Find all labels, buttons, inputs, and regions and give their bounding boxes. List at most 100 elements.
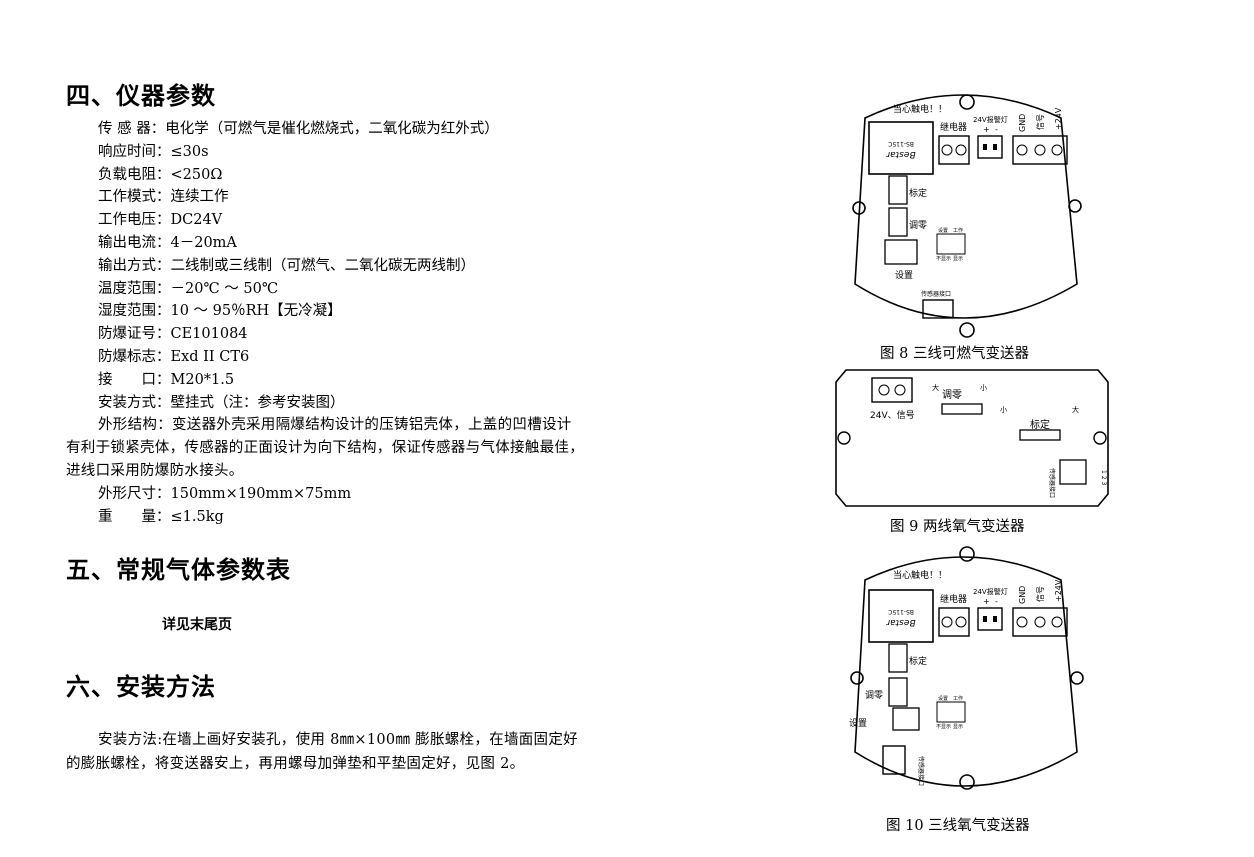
- param-row: 接 口：M20*1.5: [98, 371, 235, 388]
- sensor-model: BS-115C: [888, 608, 914, 615]
- section6-title: 六、安装方法: [66, 673, 216, 701]
- v24-label: +24V: [1054, 579, 1063, 602]
- zero-label: 调零: [865, 690, 883, 701]
- jumper-block: [936, 701, 966, 723]
- sensor-port: [922, 299, 954, 319]
- param-row: 外形尺寸：150mm×190mm×75mm: [98, 485, 352, 502]
- fig8-board-diagram: 当心触电！！ Bestar BS-115C 继电器 24V报警灯 + - GND…: [852, 94, 1082, 338]
- jumper-label: 显示: [953, 256, 963, 262]
- calib-label: 标定: [909, 187, 927, 199]
- param-row: 重 量：≤1.5kg: [98, 508, 224, 525]
- zero-label: 调零: [909, 220, 927, 231]
- param-row: 传 感 器：电化学（可燃气是催化燃烧式，二氧化碳为红外式）: [98, 121, 499, 137]
- calib-label: 标定: [909, 655, 927, 667]
- section5-note: 详见末尾页: [162, 617, 232, 633]
- signal-label: 信号: [1035, 586, 1045, 602]
- sensor-brand: Bestar: [885, 617, 915, 627]
- screw: [941, 144, 953, 156]
- alarm-lamp-connector: [977, 135, 1003, 159]
- warning-label: 当心触电！！: [893, 103, 947, 115]
- big-label: 大: [1072, 405, 1079, 414]
- mount-hole: [959, 774, 975, 790]
- screw: [955, 144, 967, 156]
- sensor-module: [868, 121, 934, 175]
- param-row: 工作模式：连续工作: [98, 189, 229, 206]
- board-outline: [835, 369, 1109, 507]
- setup-label: 设置: [895, 270, 913, 281]
- jumper-label: 不显示: [936, 256, 951, 262]
- fig8-caption: 图 8 三线可燃气变送器: [880, 346, 1029, 362]
- zero-label: 调零: [942, 389, 962, 401]
- fig10-board-diagram: 当心触电！！ Bestar BS-115C 继电器 24V报警灯 + - GND…: [849, 546, 1084, 790]
- mount-hole: [1070, 671, 1084, 685]
- relay-terminal: [938, 607, 970, 637]
- power-terminal: [1012, 135, 1068, 165]
- big-label: 大: [932, 383, 939, 392]
- setup-pot: [892, 707, 920, 731]
- mount-hole: [959, 94, 975, 110]
- minus-label: -: [995, 597, 998, 606]
- section4-title: 四、仪器参数: [66, 82, 216, 110]
- mount-hole: [837, 431, 851, 445]
- board-outline: [854, 556, 1078, 787]
- param-row: 安装方式：壁挂式（注：参考安装图）: [98, 394, 345, 411]
- gnd-label: GND: [1018, 586, 1027, 604]
- sensor-port-label: 传感器接口: [917, 756, 925, 786]
- calib-pot: [1019, 429, 1061, 441]
- section5-title: 五、常规气体参数表: [66, 556, 291, 584]
- port-label: 传感器接口: [1048, 468, 1056, 498]
- zero-pot: [941, 403, 983, 415]
- jumper-label: 工作: [953, 227, 963, 234]
- setup-pot: [884, 239, 918, 265]
- terminal-block: [871, 377, 913, 403]
- alarm-lamp-label: 24V报警灯: [973, 115, 1008, 124]
- small-label: 小: [980, 383, 987, 392]
- alarm-lamp-label: 24V报警灯: [973, 587, 1008, 596]
- small-label: 小: [1000, 405, 1007, 414]
- v24-label: +24V: [1054, 107, 1063, 130]
- param-row: 工作电压：DC24V: [98, 212, 223, 229]
- relay-label: 继电器: [940, 593, 967, 605]
- board-outline: [854, 94, 1078, 319]
- calib-pot: [888, 643, 908, 673]
- mount-hole: [852, 201, 866, 215]
- jumper-label: 显示: [953, 724, 963, 730]
- jumper-block: [936, 233, 966, 255]
- param-row: 温度范围：－20℃ ～ 50℃: [98, 280, 279, 297]
- param-row: 输出电流：4－20mA: [98, 234, 237, 251]
- plus-label: +: [983, 125, 990, 134]
- fig10-caption: 图 10 三线氧气变送器: [886, 818, 1030, 834]
- param-row: 湿度范围：10 ～ 95％RH【无冷凝】: [98, 303, 342, 320]
- sensor-module: [868, 589, 934, 643]
- param-row: 输出方式：二线制或三线制（可燃气、二氧化碳无两线制）: [98, 257, 475, 274]
- mount-hole: [959, 546, 975, 562]
- gnd-label: GND: [1018, 114, 1027, 132]
- fig9-board-diagram: 24V、信号 大 调零 小 小 标定 大 传感器接口 1 2 3: [835, 369, 1109, 507]
- param-row: 响应时间：≤30s: [98, 143, 209, 160]
- mount-hole: [850, 671, 864, 685]
- mount-hole: [959, 322, 975, 338]
- sensor-port-label: 传感器接口: [921, 290, 951, 298]
- sensor-brand: Bestar: [885, 149, 915, 159]
- zero-pot: [888, 677, 908, 707]
- jumper-label: 设置: [938, 695, 948, 702]
- alarm-lamp-connector: [977, 607, 1003, 631]
- jumper-label: 设置: [938, 227, 948, 234]
- warning-label: 当心触电！！: [893, 569, 947, 581]
- param-row: 负载电阻：<250Ω: [98, 166, 223, 183]
- pins-label: 1 2 3: [1100, 470, 1107, 485]
- sensor-port: [882, 745, 906, 775]
- params-list: 传 感 器：电化学（可燃气是催化燃烧式，二氧化碳为红外式） 响应时间：≤30s …: [66, 118, 586, 528]
- relay-terminal: [938, 135, 970, 165]
- minus-label: -: [995, 125, 998, 134]
- structure-paragraph: 外形结构：变送器外壳采用隔爆结构设计的压铸铝壳体，上盖的凹槽设计有利于锁紧壳体，…: [66, 417, 584, 479]
- jumper-label: 工作: [953, 695, 963, 702]
- relay-label: 继电器: [940, 121, 967, 133]
- plus-label: +: [983, 597, 990, 606]
- terminal-label: 24V、信号: [870, 409, 915, 421]
- power-terminal: [1012, 607, 1068, 637]
- sensor-model: BS-115C: [888, 140, 914, 147]
- param-row: 防爆证号：CE101084: [98, 326, 248, 343]
- calib-label: 标定: [1030, 418, 1050, 431]
- fig9-caption: 图 9 两线氧气变送器: [890, 519, 1025, 535]
